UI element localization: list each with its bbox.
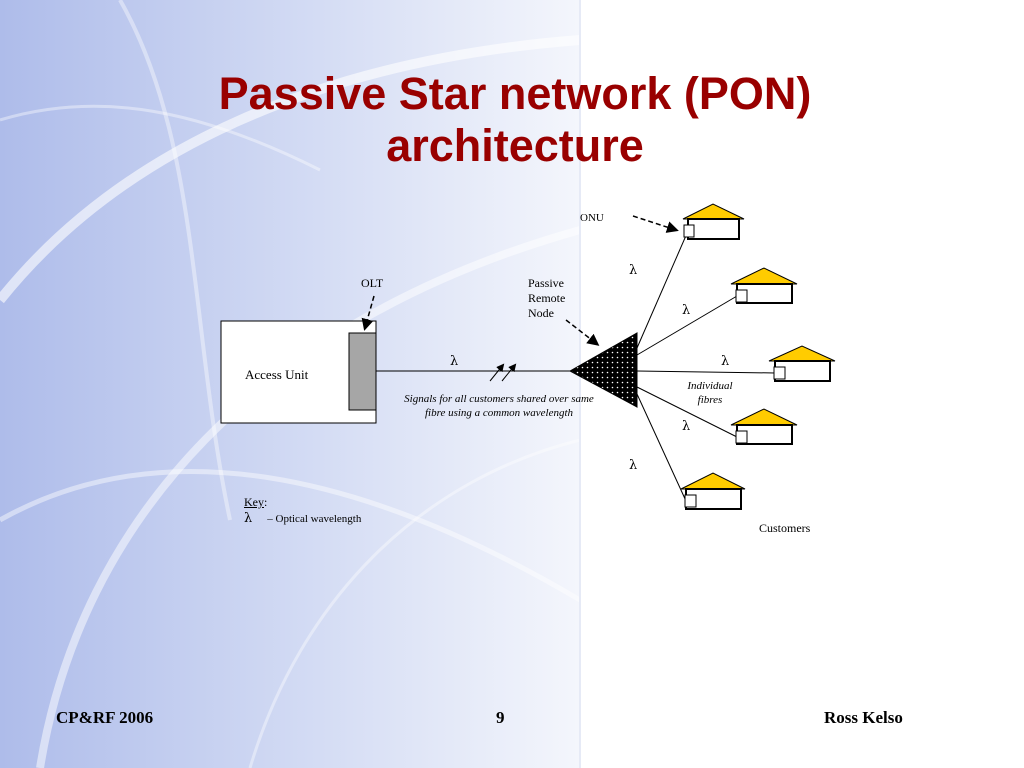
- footer-right: Ross Kelso: [824, 708, 903, 727]
- onu-box-1: [683, 224, 695, 238]
- olt-label: OLT: [361, 276, 384, 290]
- key-lambda-symbol: λ: [244, 511, 253, 526]
- passive-remote-node-label: Passive Remote Node: [528, 276, 565, 321]
- node-pointer: [565, 319, 600, 346]
- fibre-to-house-4: [636, 386, 738, 438]
- customers-label: Customers: [759, 521, 811, 535]
- onu-box-5: [684, 494, 697, 508]
- house-3: [768, 345, 836, 382]
- slide-title: Passive Star network (PON) architecture: [130, 68, 900, 172]
- fibre-to-house-5: [636, 393, 687, 502]
- olt-block: [348, 332, 377, 411]
- lambda-fibre-2: λ: [682, 303, 691, 318]
- shared-signal-caption: Signals for all customers shared over sa…: [404, 393, 594, 419]
- key-description: – Optical wavelength: [267, 513, 362, 525]
- house-1: [682, 203, 745, 240]
- passive-star-coupler: [568, 332, 638, 408]
- key-block: Key: λ – Optical wavelength: [244, 495, 362, 526]
- house-2: [730, 267, 798, 304]
- lambda-fibre-1: λ: [629, 263, 638, 278]
- title-line-1: Passive Star network (PON): [218, 68, 812, 119]
- onu-pointer: [632, 215, 679, 233]
- house-4: [730, 408, 798, 445]
- onu-box-2: [735, 289, 748, 303]
- title-line-2: architecture: [386, 120, 644, 171]
- access-unit-label: Access Unit: [245, 367, 309, 382]
- lambda-feeder: λ: [450, 354, 459, 369]
- fibre-to-house-3: [636, 370, 776, 374]
- signal-arrow-1: [489, 363, 505, 382]
- individual-fibres-caption: Individual fibres: [687, 380, 733, 406]
- olt-pointer: [361, 295, 375, 331]
- onu-box-4: [735, 430, 748, 444]
- fibre-to-house-1: [636, 230, 689, 349]
- onu-box-3: [773, 366, 786, 380]
- key-title: Key: [244, 495, 264, 509]
- lambda-fibre-5: λ: [629, 458, 638, 473]
- lambda-fibre-3: λ: [721, 354, 730, 369]
- onu-label: ONU: [580, 212, 604, 224]
- house-5: [680, 472, 746, 510]
- node-label-line-1: Passive: [528, 276, 564, 290]
- fibre-to-house-2: [636, 295, 738, 356]
- footer-left: CP&RF 2006: [56, 708, 154, 727]
- node-label-line-2: Remote: [528, 291, 566, 305]
- lambda-fibre-4: λ: [682, 419, 691, 434]
- signal-arrow-2: [501, 363, 517, 382]
- page-number: 9: [496, 708, 505, 727]
- node-label-line-3: Node: [528, 306, 554, 320]
